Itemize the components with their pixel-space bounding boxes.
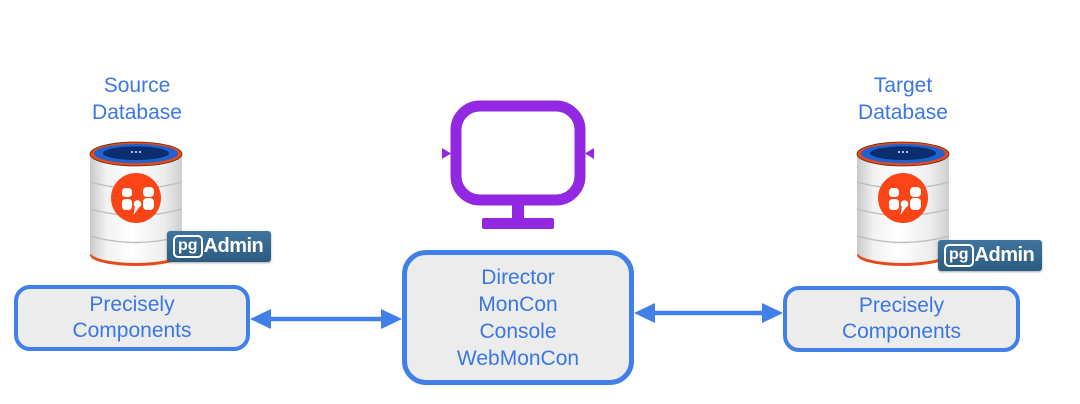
- pgadmin-pg-mark: pg: [173, 235, 203, 258]
- target-precisely-components-box: Precisely Components: [783, 286, 1020, 352]
- source-box-line1: Precisely: [89, 293, 175, 316]
- target-database-cylinder: [853, 138, 953, 270]
- pgadmin-pg-mark: pg: [944, 244, 974, 267]
- source-label-line2: Database: [92, 101, 182, 124]
- source-pgadmin-logo: pg Admin: [167, 231, 272, 262]
- source-center-connector: [250, 306, 402, 332]
- center-box-line1: Director: [481, 265, 555, 289]
- source-label-line1: Source: [103, 74, 171, 97]
- bidirectional-arrow-icon: [250, 309, 402, 329]
- pgadmin-admin-mark: Admin: [203, 235, 264, 257]
- database-cylinder-icon: [856, 141, 950, 266]
- center-box-line3: Console: [479, 319, 557, 343]
- database-cylinder-icon: [89, 141, 183, 266]
- target-label-line1: Target: [873, 74, 933, 97]
- director-console-box: Director MonCon Console WebMonCon: [402, 250, 634, 385]
- center-box-line4: WebMonCon: [456, 346, 580, 370]
- bidirectional-arrow-icon: [634, 303, 783, 323]
- source-precisely-components-box: Precisely Components: [14, 285, 250, 351]
- console-monitor: [440, 100, 596, 236]
- target-box-line2: Components: [841, 320, 962, 343]
- target-database-label: Target Database: [818, 72, 988, 126]
- monitor-icon: [442, 100, 594, 229]
- target-label-line2: Database: [858, 101, 948, 124]
- source-box-line2: Components: [72, 319, 192, 342]
- edb-logo-icon: [111, 173, 161, 223]
- source-database-cylinder: [86, 138, 186, 270]
- source-database-label: Source Database: [52, 72, 222, 126]
- target-pgadmin-logo: pg Admin: [938, 240, 1043, 271]
- edb-logo-icon: [878, 173, 928, 223]
- center-target-connector: [634, 300, 783, 326]
- center-box-line2: MonCon: [478, 292, 558, 316]
- pgadmin-admin-mark: Admin: [974, 244, 1035, 266]
- target-box-line1: Precisely: [858, 294, 945, 317]
